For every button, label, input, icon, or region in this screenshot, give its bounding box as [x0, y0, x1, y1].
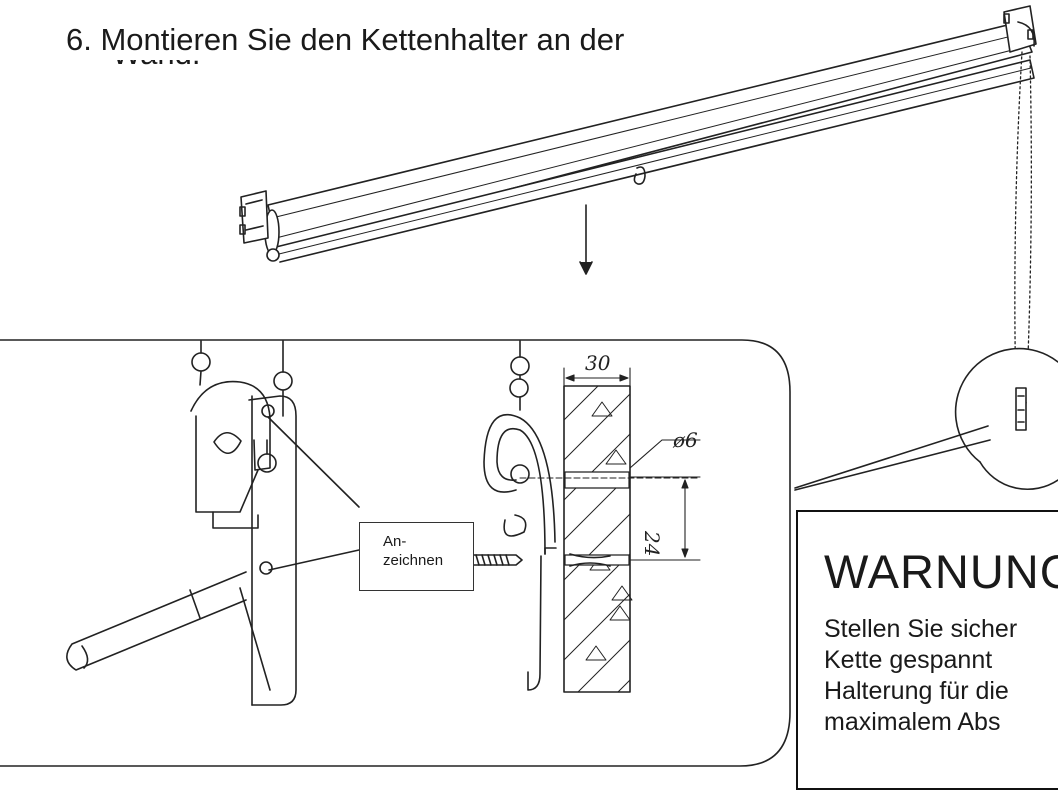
right-end-bracket: [1003, 5, 1037, 53]
warning-line: maximalem Abs: [824, 708, 1001, 736]
detail-panel: [0, 339, 791, 767]
down-arrow: [579, 204, 593, 275]
label-leader-bottom: [268, 549, 360, 571]
chain-holder-right: [483, 340, 557, 691]
warning-line: Stellen Sie sicher: [824, 615, 1018, 643]
roller-blind-tube: [264, 21, 1035, 263]
dimension-hole-diameter: ø6: [673, 428, 698, 452]
dimension-width: 30: [585, 351, 611, 375]
tube-hook: [633, 166, 646, 185]
label-leader-top: [267, 416, 360, 508]
warning-text: Stellen Sie sicher Kette gespannt Halter…: [824, 614, 1058, 738]
magnifier-circle: [794, 347, 1058, 491]
wall-section: [563, 385, 633, 693]
mounting-illustration: [0, 5, 1058, 767]
warning-title: WARNUNG: [824, 545, 1058, 598]
warning-box: WARNUNG Stellen Sie sicher Kette gespann…: [796, 510, 1058, 790]
mark-label-line1: An-: [383, 533, 407, 550]
mark-label-line2: zeichnen: [383, 552, 444, 569]
dimension-spacing: 24: [640, 531, 664, 557]
left-end-bracket: [239, 190, 269, 244]
warning-line: Halterung für die: [824, 677, 1009, 705]
step-heading: 6. Montieren Sie den Kettenhalter an der: [66, 22, 625, 57]
step-heading-continuation: Wand.: [112, 60, 372, 72]
mark-label-box: An- zeichnen: [359, 522, 474, 591]
dimension-lines: [519, 367, 701, 561]
chain-holder-left: [66, 340, 297, 706]
warning-line: Kette gespannt: [824, 646, 993, 674]
